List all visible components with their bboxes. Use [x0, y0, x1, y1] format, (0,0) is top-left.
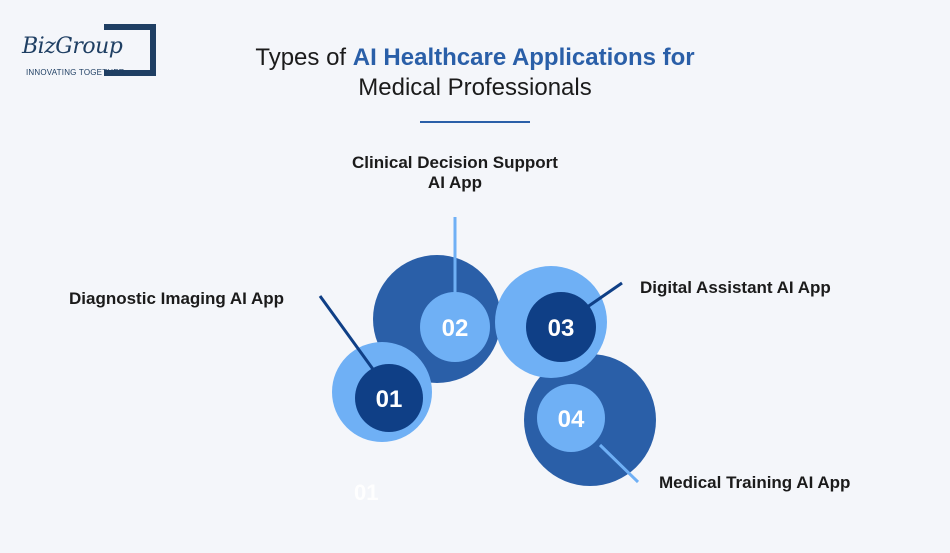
- number-03: 03: [548, 315, 575, 342]
- connector-01: [318, 295, 377, 373]
- bizgroup-logo: BizGroup INNOVATING TOGETHER: [18, 22, 158, 84]
- number-02: 02: [442, 315, 469, 342]
- label-clinical-decision-support: Clinical Decision Support AI App: [330, 153, 580, 193]
- title-underline: [420, 121, 530, 123]
- connector-04: [598, 443, 640, 484]
- page-title: Types of AI Healthcare Applications for …: [200, 43, 750, 103]
- circle-01-inner: [355, 364, 423, 432]
- logo-frame: [104, 24, 156, 76]
- title-highlight: AI Healthcare Applications for: [352, 44, 695, 71]
- label-digital-assistant: Digital Assistant AI App: [640, 278, 831, 297]
- logo-name: BizGroup: [22, 34, 125, 59]
- label-medical-training: Medical Training AI App: [659, 473, 851, 492]
- ghost-number: 01: [354, 480, 379, 505]
- circle-02-inner: [420, 292, 490, 362]
- circle-03-inner: [526, 292, 596, 362]
- label-02-line1: Clinical Decision Support: [352, 153, 558, 172]
- title-line2: Medical Professionals: [358, 74, 592, 101]
- circle-04-inner: [537, 384, 605, 452]
- title-prefix: Types of: [255, 44, 353, 71]
- number-01: 01: [376, 386, 403, 413]
- label-02-line2: AI App: [427, 173, 483, 192]
- logo-tagline: INNOVATING TOGETHER: [26, 68, 125, 77]
- label-diagnostic-imaging: Diagnostic Imaging AI App: [69, 289, 285, 308]
- number-04: 04: [558, 406, 585, 433]
